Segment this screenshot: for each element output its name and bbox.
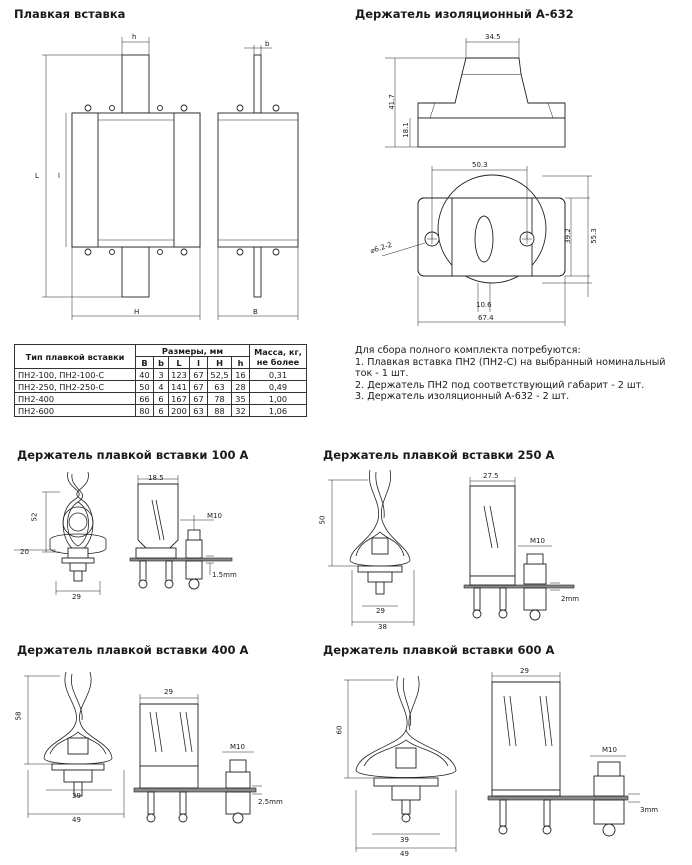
- holder100-title: Держатель плавкой вставки 100 А: [17, 448, 249, 462]
- h250-dim-top: 27.5: [483, 472, 499, 480]
- holder400-title: Держатель плавкой вставки 400 А: [17, 643, 249, 657]
- col-type-header: Тип плавкой вставки: [14, 344, 136, 369]
- holder250-title: Держатель плавкой вставки 250 А: [323, 448, 555, 462]
- h250-dim-w1: 29: [376, 607, 385, 615]
- h600-dim-w1: 39: [400, 836, 409, 844]
- ins-dim-d4: 67.4: [478, 314, 494, 322]
- h600-dim-w2: 49: [400, 850, 409, 858]
- dim-l-label: l: [58, 172, 60, 180]
- h400-thickness: 2.5mm: [258, 798, 283, 806]
- dim-b-label: b: [265, 40, 270, 48]
- h600-dim-h: 60: [335, 725, 344, 735]
- fuse-spec-table: Тип плавкой вставки Размеры, мм Масса, к…: [14, 344, 307, 417]
- h250-dim-w2: 38: [378, 623, 387, 631]
- h100-bolt: M10: [207, 512, 222, 520]
- h600-bolt: M10: [602, 746, 617, 754]
- holder600-title: Держатель плавкой вставки 600 А: [323, 643, 555, 657]
- h100-dim-top: 18.5: [148, 474, 164, 482]
- dim-B-label: B: [253, 308, 258, 316]
- dim-H-label: H: [134, 308, 140, 316]
- kit-notes: Для сбора полного комплекта потребуются:…: [355, 345, 666, 403]
- h400-dim-w2: 49: [72, 816, 81, 824]
- dim-L-label: L: [35, 172, 39, 180]
- ins-dim-w: 34.5: [485, 33, 501, 41]
- h600-thickness: 3mm: [640, 806, 659, 814]
- h250-thickness: 2mm: [561, 595, 580, 603]
- fuse-insert-title: Плавкая вставка: [14, 7, 126, 21]
- ins-dim-w2: 50.3: [472, 161, 488, 169]
- ins-dim-d3: 10.6: [476, 301, 492, 309]
- h100-dim-w: 29: [72, 593, 81, 601]
- h100-dim-side: 20: [20, 548, 29, 556]
- insulator-title: Держатель изоляционный А-632: [355, 7, 574, 21]
- h400-dim-top: 29: [164, 688, 173, 696]
- h400-dim-w1: 39: [72, 792, 81, 800]
- h100-thickness: 1.5mm: [212, 571, 237, 579]
- h250-bolt: M10: [530, 537, 545, 545]
- dim-h-label: h: [132, 33, 137, 41]
- h600-dim-top: 29: [520, 667, 529, 675]
- h400-bolt: M10: [230, 743, 245, 751]
